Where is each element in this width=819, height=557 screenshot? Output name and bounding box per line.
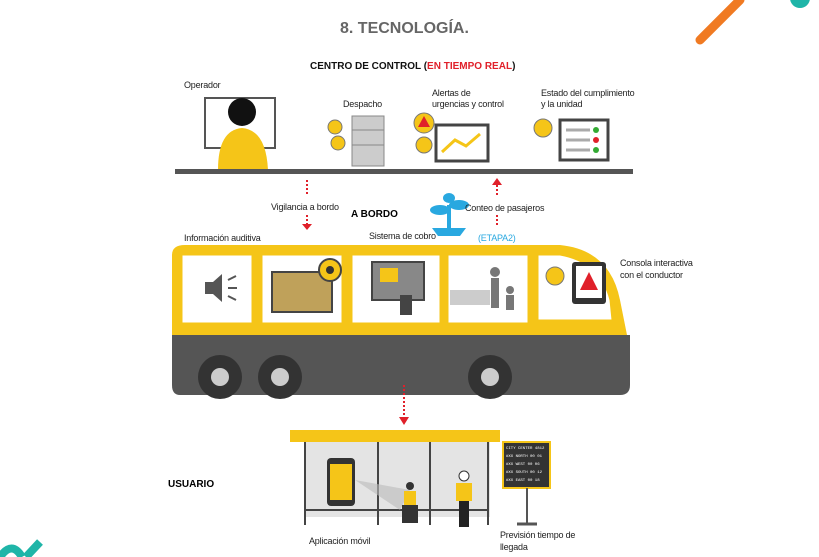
camera-screen-icon — [271, 258, 342, 313]
status-label-2: y la unidad — [541, 99, 583, 109]
audio-info-label: Información auditiva — [184, 233, 261, 243]
bus-shelter — [290, 430, 500, 527]
board-row: #XX EAST 00 18 — [506, 479, 540, 483]
plant-icon — [430, 193, 469, 236]
control-center-heading: CENTRO DE CONTROL (EN TIEMPO REAL) — [310, 61, 515, 72]
console-icon — [545, 262, 606, 304]
passenger-count-arrow — [492, 178, 502, 226]
stage-label: (ETAPA2) — [478, 233, 516, 243]
to-user-arrow — [399, 385, 409, 425]
person-standing-icon — [456, 470, 472, 527]
page-title: 8. TECNOLOGÍA. — [340, 20, 469, 37]
fare-system-label: Sistema de cobro — [369, 231, 436, 241]
paren-close: ) — [512, 61, 516, 72]
board-row: #XX NORTH 00 01 — [506, 455, 543, 459]
operator-icon — [204, 97, 276, 170]
operator-label: Operador — [184, 80, 221, 90]
board-row: CITY CENTER 4812 — [506, 447, 545, 451]
real-time-label: EN TIEMPO REAL — [427, 61, 513, 72]
arrival-board-text: CITY CENTER 4812 #XX NORTH 00 01 #XX WES… — [506, 445, 548, 485]
phone-icon — [327, 458, 410, 510]
arrival-label-1: Previsión tiempo de — [500, 530, 576, 540]
teal-decoration — [790, 0, 810, 8]
status-label-1: Estado del cumplimiento — [541, 88, 635, 98]
dispatch-icon — [327, 115, 385, 167]
arrival-label-2: llegada — [500, 542, 528, 552]
fare-machine-icon — [371, 261, 425, 315]
on-board-heading: A BORDO — [351, 209, 398, 220]
mobile-app-label: Aplicación móvil — [309, 536, 371, 546]
person-seated-icon — [402, 482, 418, 523]
alerts-icon — [413, 112, 490, 163]
passengers-icon — [450, 267, 514, 310]
control-desk-shelf — [175, 169, 633, 174]
board-row: #XX SOUTH 00 12 — [506, 471, 543, 475]
bus — [172, 245, 630, 399]
control-center-label: CENTRO DE CONTROL ( — [310, 61, 428, 72]
alerts-label-2: urgencias y control — [432, 99, 504, 109]
teal-bottom-decoration — [0, 539, 43, 557]
surveillance-label: Vigilancia a bordo — [271, 202, 339, 212]
surveillance-arrow — [302, 180, 312, 230]
speaker-icon — [205, 274, 222, 302]
dispatch-label: Despacho — [343, 99, 382, 109]
user-heading: USUARIO — [168, 479, 215, 490]
status-icon — [533, 118, 610, 162]
orange-stroke-decoration — [695, 0, 745, 45]
passenger-count-label: Conteo de pasajeros — [465, 203, 545, 213]
arrival-board — [502, 441, 551, 526]
console-label-2: con el conductor — [620, 270, 683, 280]
console-label-1: Consola interactiva — [620, 258, 693, 268]
alerts-label-1: Alertas de — [432, 88, 471, 98]
board-row: #XX WEST 00 06 — [506, 463, 540, 467]
